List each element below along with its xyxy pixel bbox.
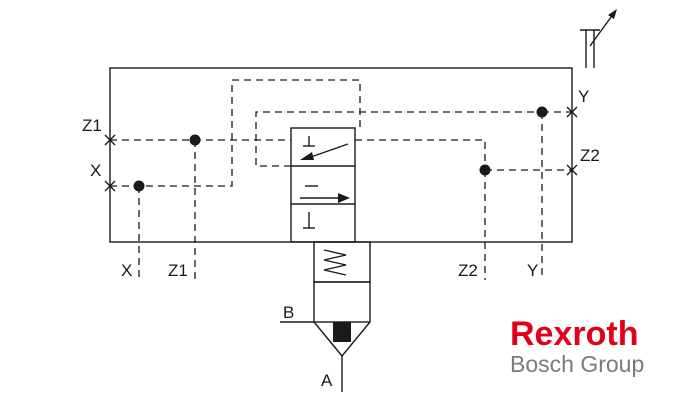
- port-label-y-bottom: Y: [527, 261, 538, 280]
- port-label-x-left: X: [90, 161, 101, 180]
- spring-poppet-assembly: [280, 241, 371, 392]
- port-label-z1-bottom: Z1: [168, 261, 188, 280]
- junction-dot: [189, 134, 201, 146]
- rexroth-logo: Rexroth Bosch Group: [510, 315, 644, 377]
- valve-body-outline: [109, 67, 573, 243]
- port-label-a: A: [321, 371, 333, 390]
- port-label-z2-bottom: Z2: [458, 261, 478, 280]
- port-label-y-right: Y: [578, 87, 589, 106]
- port-label-b: B: [283, 303, 294, 322]
- junction-dot: [133, 180, 145, 192]
- spool-valve-block: [290, 127, 356, 243]
- logo-brand: Rexroth: [510, 315, 638, 353]
- junction-dots: [133, 106, 548, 192]
- junction-dot: [536, 106, 548, 118]
- port-label-z2-right: Z2: [580, 146, 600, 165]
- adjustable-actuator-symbol: [580, 9, 617, 68]
- junction-dot: [479, 164, 491, 176]
- port-label-x-bottom: X: [121, 261, 132, 280]
- port-label-z1-left: Z1: [82, 116, 102, 135]
- logo-group: Bosch Group: [510, 351, 644, 377]
- port-crosses: [104, 106, 578, 192]
- pilot-lines: [110, 79, 572, 280]
